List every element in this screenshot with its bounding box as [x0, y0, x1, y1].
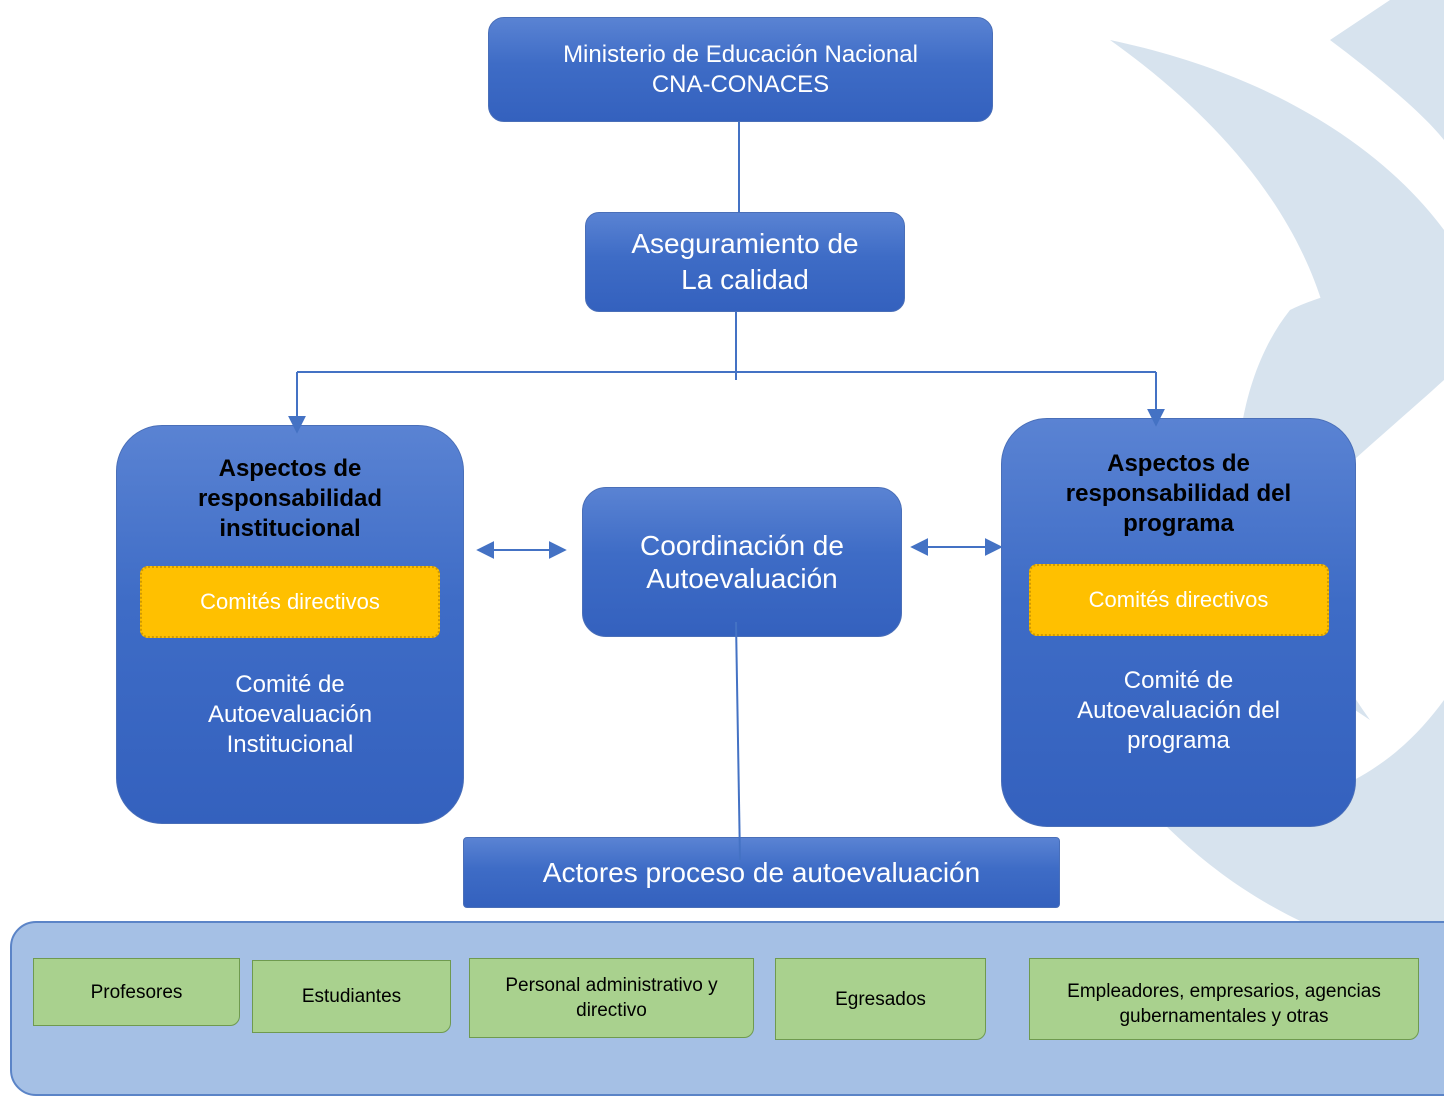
actor-empleadores: Empleadores, empresarios, agencias guber… — [1029, 958, 1419, 1040]
aseguramiento-line-1: Aseguramiento de — [631, 228, 859, 259]
coordinacion-node: Coordinación de Autoevaluación — [582, 487, 902, 637]
program-responsibility-box: Aspectos de responsabilidad del programa… — [1001, 418, 1356, 827]
coordinacion-line-2: Autoevaluación — [646, 563, 838, 594]
actor-empleadores-label: Empleadores, empresarios, agencias guber… — [1067, 981, 1381, 1027]
actor-estudiantes: Estudiantes — [252, 960, 451, 1033]
institutional-title-line-3: institucional — [219, 515, 361, 542]
aseguramiento-node: Aseguramiento de La calidad — [585, 212, 905, 312]
actor-egresados-label: Egresados — [835, 988, 926, 1010]
institutional-title: Aspectos de responsabilidad instituciona… — [198, 454, 382, 544]
institutional-committee: Comité de Autoevaluación Institucional — [208, 670, 372, 760]
actor-profesores: Profesores — [33, 958, 240, 1026]
ministerio-node: Ministerio de Educación Nacional CNA-CON… — [488, 17, 993, 122]
institutional-committee-line-2: Autoevaluación — [207, 701, 373, 728]
ministerio-line-1: Ministerio de Educación Nacional — [563, 40, 918, 68]
actor-personal-administrativo: Personal administrativo y directivo — [469, 958, 754, 1038]
actores-node: Actores proceso de autoevaluación — [463, 837, 1060, 908]
actor-estudiantes-label: Estudiantes — [301, 986, 402, 1007]
program-directive-committees-badge: Comités directivos — [1028, 564, 1329, 636]
institutional-directive-committees-badge: Comités directivos — [140, 566, 440, 638]
actor-profesores-label: Profesores — [90, 981, 183, 1003]
coordinacion-line-1: Coordinación de — [640, 530, 844, 561]
institutional-title-line-1: Aspectos de — [218, 455, 362, 482]
program-committee-line-3: programa — [1127, 727, 1230, 754]
actor-egresados: Egresados — [775, 958, 986, 1040]
program-title-line-2: responsabilidad del — [1065, 480, 1292, 507]
program-title: Aspectos de responsabilidad del programa — [1066, 449, 1291, 539]
institutional-committee-line-3: Institucional — [226, 731, 354, 758]
actor-personal-administrativo-label: Personal administrativo y directivo — [505, 975, 718, 1021]
institutional-responsibility-box: Aspectos de responsabilidad instituciona… — [116, 425, 464, 824]
decor-swoosh-upper — [1330, 0, 1444, 140]
decor-swoosh-middle — [1110, 40, 1444, 520]
ministerio-line-2: CNA-CONACES — [651, 70, 830, 98]
program-committee-line-2: Autoevaluación del — [1077, 697, 1280, 724]
program-committee: Comité de Autoevaluación del programa — [1077, 666, 1280, 756]
program-committee-line-1: Comité de — [1123, 667, 1234, 694]
program-title-line-1: Aspectos de — [1107, 450, 1250, 477]
aseguramiento-line-2: La calidad — [681, 264, 809, 295]
institutional-committee-line-1: Comité de — [235, 671, 345, 698]
institutional-title-line-2: responsabilidad — [197, 485, 383, 512]
program-title-line-3: programa — [1123, 510, 1234, 537]
